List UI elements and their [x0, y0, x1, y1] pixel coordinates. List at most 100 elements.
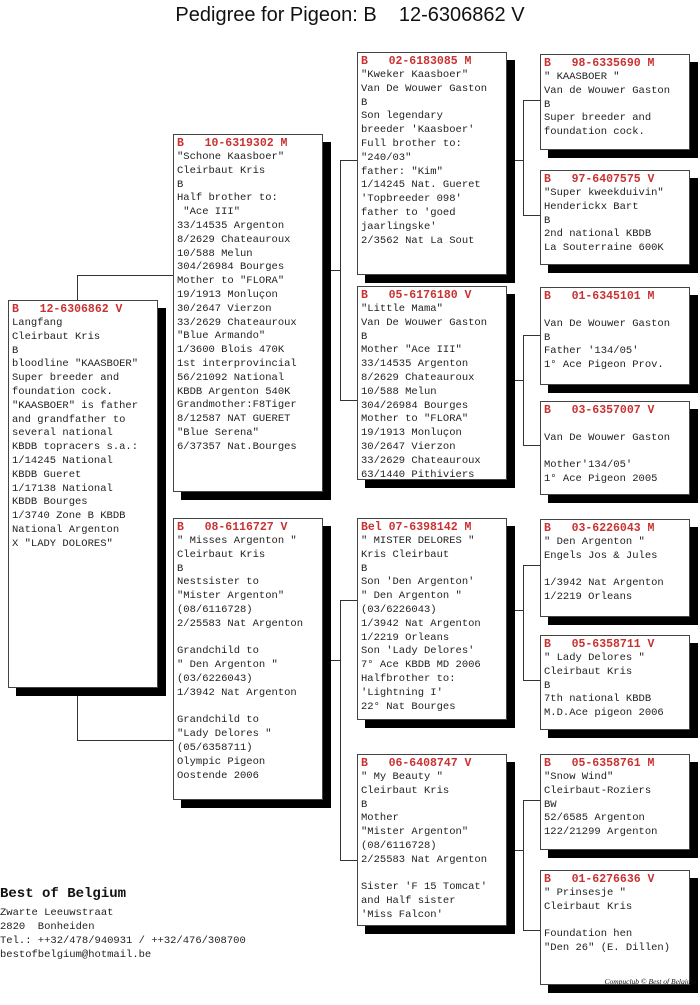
- pigeon-card-dam-dam[interactable]: B 06-6408747 V" My Beauty "Cleirbaut Kri…: [357, 754, 507, 926]
- pigeon-info-line: Engels Jos & Jules: [544, 549, 658, 562]
- connector-line: [77, 740, 173, 741]
- pigeon-card-sire-dam[interactable]: B 05-6176180 V"Little Mama"Van De Wouwer…: [357, 286, 507, 481]
- breeder-name: Best of Belgium: [0, 886, 127, 902]
- pigeon-info-line: Mother "Ace III": [361, 344, 462, 357]
- pigeon-info-line: Nestsister to: [177, 576, 259, 589]
- pigeon-info-line: 22° Nat Bourges: [361, 700, 456, 713]
- ring-number: B 98-6335690 M: [544, 57, 655, 70]
- connector-line: [523, 215, 540, 216]
- pigeon-card-sire[interactable]: B 10-6319302 M"Schone Kaasboer"Cleirbaut…: [173, 134, 323, 492]
- ring-number: B 03-6357007 V: [544, 404, 655, 417]
- pigeon-info-line: "240/03": [361, 151, 412, 164]
- pigeon-info-line: KBDB Bourges: [12, 496, 88, 509]
- pigeon-info-line: jaarlingske': [361, 220, 437, 233]
- pigeon-info-line: Super breeder and: [544, 112, 652, 125]
- connector-line: [523, 930, 540, 931]
- pigeon-info-line: 33/2629 Chateauroux: [361, 454, 481, 467]
- pigeon-card-dd-dam[interactable]: B 01-6276636 V" Prinsesje "Cleirbaut Kri…: [540, 870, 690, 985]
- pigeon-info-line: Halfbrother to:: [361, 672, 456, 685]
- pigeon-info-line: 63/1440 Pithiviers: [361, 468, 475, 481]
- pigeon-info-line: 2/25583 Nat Argenton: [361, 853, 488, 866]
- pigeon-info-line: Sister 'F 15 Tomcat': [361, 881, 488, 894]
- pigeon-info-line: 1/2219 Orleans: [361, 631, 450, 644]
- ring-number: Bel 07-6398142 M: [361, 521, 472, 534]
- pigeon-info-line: foundation cock.: [544, 126, 645, 139]
- pigeon-info-line: 19/1913 Monluçon: [177, 288, 278, 301]
- ring-number: B 08-6116727 V: [177, 521, 288, 534]
- pigeon-info-line: KBDB topracers s.a.:: [12, 441, 139, 454]
- pigeon-info-line: "Schone Kaasboer": [177, 151, 285, 163]
- connector-line: [77, 688, 78, 740]
- pigeon-info-line: (08/6116728): [177, 603, 253, 616]
- pigeon-info-line: Kris Cleirbaut: [361, 548, 450, 561]
- pigeon-info-line: 1/14245 National: [12, 454, 113, 467]
- pigeon-info-line: and Half sister: [361, 895, 456, 908]
- pigeon-info-line: father to 'goed: [361, 206, 456, 219]
- pigeon-info-line: 10/588 Melun: [361, 385, 437, 398]
- pigeon-info-line: Van De Wouwer Gaston: [544, 317, 671, 330]
- connector-line: [507, 610, 523, 611]
- pigeon-info-line: "KAASBOER" is father: [12, 399, 139, 412]
- pigeon-info-line: "Little Mama": [361, 303, 443, 315]
- pigeon-card-ds-sire[interactable]: B 03-6226043 M" Den Argenton "Engels Jos…: [540, 519, 690, 617]
- ring-number: B 10-6319302 M: [177, 137, 288, 150]
- pigeon-info-line: bloodline "KAASBOER": [12, 358, 139, 371]
- pigeon-info-line: " Misses Argenton ": [177, 535, 297, 547]
- pigeon-card-ss-dam[interactable]: B 97-6407575 V"Super kweekduivin"Henderi…: [540, 170, 690, 265]
- pigeon-info-line: "Lady Delores ": [177, 728, 272, 741]
- page-title: Pedigree for Pigeon: B 12-6306862 V: [175, 4, 525, 26]
- pigeon-info-line: Cleirbaut Kris: [361, 784, 450, 797]
- pigeon-info-line: B: [361, 330, 368, 343]
- pigeon-info-line: B: [177, 178, 184, 191]
- pigeon-info-line: Super breeder and: [12, 372, 120, 385]
- ring-number: B 01-6276636 V: [544, 873, 655, 886]
- connector-line: [340, 860, 357, 861]
- pigeon-info-line: Mother to "FLORA": [177, 275, 285, 288]
- pigeon-info-line: 10/588 Melun: [177, 247, 253, 260]
- pigeon-info-line: National Argenton: [12, 523, 120, 536]
- pigeon-info-line: 19/1913 Monluçon: [361, 427, 462, 440]
- pigeon-card-sire-sire[interactable]: B 02-6183085 M"Kweker Kaasboer"Van De Wo…: [357, 52, 507, 275]
- pigeon-info-line: " My Beauty ": [361, 771, 443, 783]
- pigeon-info-line: " KAASBOER ": [544, 71, 620, 83]
- pigeon-info-line: " MISTER DELORES ": [361, 535, 475, 547]
- pigeon-card-ss-sire[interactable]: B 98-6335690 M" KAASBOER "Van de Wouwer …: [540, 54, 690, 150]
- pigeon-info-line: "Snow Wind": [544, 771, 614, 783]
- ring-number: B 05-6358711 V: [544, 638, 655, 651]
- connector-line: [523, 565, 524, 680]
- pigeon-info-line: Full brother to:: [361, 137, 462, 150]
- connector-line: [523, 335, 524, 445]
- pigeon-info-line: 'Lightning I': [361, 686, 443, 699]
- connector-line: [523, 800, 540, 801]
- pigeon-info-line: several national: [12, 427, 113, 440]
- pigeon-card-dam-sire[interactable]: Bel 07-6398142 M" MISTER DELORES "Kris C…: [357, 518, 507, 720]
- pigeon-info-line: Mother'134/05': [544, 459, 633, 472]
- pigeon-info-line: 30/2647 Vierzon: [361, 440, 456, 453]
- ring-number: B 12-6306862 V: [12, 303, 123, 316]
- pigeon-info-line: "Blue Serena": [177, 426, 259, 439]
- connector-line: [340, 600, 341, 860]
- pigeon-info-line: 7th national KBDB: [544, 693, 652, 706]
- connector-line: [523, 445, 540, 446]
- pigeon-info-line: 122/21299 Argenton: [544, 826, 658, 839]
- pigeon-info-line: Half brother to:: [177, 192, 278, 205]
- pigeon-info-line: Son legendary: [361, 110, 443, 123]
- pigeon-card-ds-dam[interactable]: B 05-6358711 V" Lady Delores "Cleirbaut …: [540, 635, 690, 730]
- pigeon-info-line: [177, 701, 319, 715]
- breeder-email[interactable]: bestofbelgium@hotmail.be: [0, 949, 152, 961]
- pigeon-info-line: 1° Ace Pigeon 2005: [544, 473, 658, 486]
- pigeon-info-line: 33/2629 Chateauroux: [177, 316, 297, 329]
- pigeon-card-dam[interactable]: B 08-6116727 V" Misses Argenton "Cleirba…: [173, 518, 323, 800]
- pigeon-card-dd-sire[interactable]: B 05-6358761 M"Snow Wind"Cleirbaut-Rozie…: [540, 754, 690, 850]
- pigeon-info-line: 'Miss Falcon': [361, 908, 443, 921]
- pigeon-info-line: B: [544, 679, 551, 692]
- ring-number: B 01-6345101 M: [544, 290, 655, 303]
- credit: Compuclub © Best of Belgium: [604, 977, 696, 986]
- connector-line: [340, 160, 341, 400]
- pigeon-info-line: 1/3600 Blois 470K: [177, 344, 285, 357]
- pigeon-info-line: 7° Ace KBDB MD 2006: [361, 659, 481, 672]
- pigeon-info-line: (08/6116728): [361, 839, 437, 852]
